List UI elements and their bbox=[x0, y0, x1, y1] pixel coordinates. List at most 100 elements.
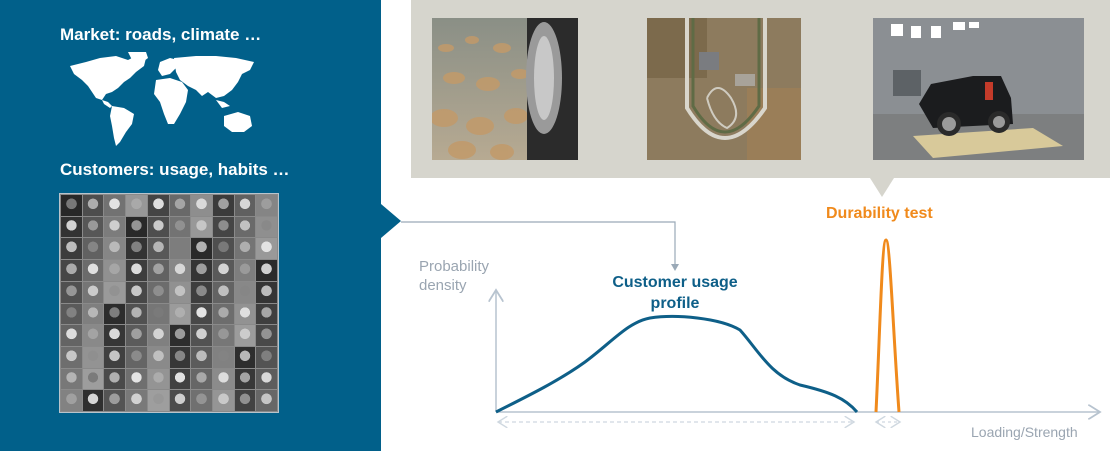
customer-face-photo bbox=[104, 260, 126, 281]
customer-face-photo bbox=[212, 368, 234, 390]
customer-face-photo bbox=[82, 346, 104, 368]
customer-face-photo bbox=[126, 216, 147, 238]
customer-face-photo bbox=[82, 281, 104, 303]
customer-face-photo bbox=[147, 368, 169, 390]
customer-usage-curve bbox=[495, 315, 859, 414]
customer-face-photo bbox=[191, 346, 212, 368]
customer-face-photo bbox=[82, 216, 104, 238]
customer-face-photo bbox=[169, 216, 191, 238]
customer-photo-grid bbox=[59, 193, 279, 413]
connector-line bbox=[401, 221, 676, 268]
customer-face-photo bbox=[82, 390, 104, 411]
customer-face-photo bbox=[212, 260, 234, 281]
customer-face-photo bbox=[169, 195, 191, 216]
customer-face-photo bbox=[191, 216, 212, 238]
customer-face-photo bbox=[256, 303, 277, 325]
customer-face-photo bbox=[147, 390, 169, 411]
customer-face-photo bbox=[191, 238, 212, 260]
customer-face-photo bbox=[147, 260, 169, 281]
customer-face-photo bbox=[256, 260, 277, 281]
customer-face-photo bbox=[82, 238, 104, 260]
customer-face-photo bbox=[126, 195, 147, 216]
customer-face-photo bbox=[104, 390, 126, 411]
world-map-icon bbox=[70, 52, 254, 146]
strip-pointer-arrow bbox=[870, 178, 894, 197]
customer-face-photo bbox=[234, 216, 256, 238]
customer-face-photo bbox=[169, 303, 191, 325]
customer-face-photo bbox=[126, 346, 147, 368]
customer-face-photo bbox=[169, 368, 191, 390]
customer-face-photo bbox=[82, 303, 104, 325]
customer-face-photo bbox=[61, 216, 82, 238]
customer-face-photo bbox=[169, 346, 191, 368]
customer-face-photo bbox=[256, 346, 277, 368]
customer-face-photo bbox=[126, 281, 147, 303]
customer-face-photo bbox=[147, 303, 169, 325]
customer-face-photo bbox=[147, 281, 169, 303]
customer-face-photo bbox=[256, 216, 277, 238]
customer-face-photo bbox=[104, 281, 126, 303]
customer-face-photo bbox=[169, 260, 191, 281]
customer-face-photo bbox=[104, 325, 126, 346]
customer-face-photo bbox=[256, 238, 277, 260]
customer-face-photo bbox=[212, 303, 234, 325]
customer-face-photo bbox=[82, 325, 104, 346]
customer-face-photo bbox=[126, 260, 147, 281]
customer-face-photo bbox=[212, 281, 234, 303]
customer-face-photo bbox=[256, 281, 277, 303]
customer-face-photo bbox=[61, 368, 82, 390]
customer-face-photo bbox=[104, 238, 126, 260]
customer-face-photo bbox=[104, 216, 126, 238]
customer-face-photo bbox=[126, 368, 147, 390]
customer-face-photo bbox=[234, 195, 256, 216]
photo-strip bbox=[411, 0, 1110, 178]
customer-face-photo bbox=[82, 195, 104, 216]
customer-face-photo bbox=[191, 281, 212, 303]
customer-face-photo bbox=[104, 195, 126, 216]
customer-face-photo bbox=[169, 238, 191, 260]
customer-face-photo bbox=[191, 368, 212, 390]
customer-face-photo bbox=[191, 325, 212, 346]
durability-test-curve bbox=[874, 238, 901, 413]
customer-face-photo bbox=[82, 368, 104, 390]
customer-face-photo bbox=[256, 325, 277, 346]
customer-face-photo bbox=[191, 303, 212, 325]
customer-face-photo bbox=[191, 195, 212, 216]
customer-face-photo bbox=[104, 346, 126, 368]
customer-face-photo bbox=[61, 325, 82, 346]
customer-face-photo bbox=[147, 346, 169, 368]
customer-face-photo bbox=[61, 238, 82, 260]
durability-test-label: Durability test bbox=[826, 205, 933, 222]
test-track-aerial-photo bbox=[647, 18, 801, 160]
customer-face-photo bbox=[104, 303, 126, 325]
customer-face-photo bbox=[169, 281, 191, 303]
customer-face-photo bbox=[61, 390, 82, 411]
customer-face-photo bbox=[256, 368, 277, 390]
customer-face-photo bbox=[212, 325, 234, 346]
customer-face-photo bbox=[234, 260, 256, 281]
customer-face-photo bbox=[126, 238, 147, 260]
left-panel: Market: roads, climate … Customers: usag… bbox=[0, 0, 381, 451]
panel-pointer-arrow bbox=[381, 204, 401, 238]
customer-face-photo bbox=[61, 346, 82, 368]
car-test-rig-photo bbox=[873, 18, 1084, 160]
customer-face-photo bbox=[82, 260, 104, 281]
customer-face-photo bbox=[126, 325, 147, 346]
customer-face-photo bbox=[61, 195, 82, 216]
customer-face-photo bbox=[61, 281, 82, 303]
customer-face-photo bbox=[212, 390, 234, 411]
customer-face-photo bbox=[256, 195, 277, 216]
customer-face-photo bbox=[147, 195, 169, 216]
customer-face-photo bbox=[147, 325, 169, 346]
customer-face-photo bbox=[212, 195, 234, 216]
customer-face-photo bbox=[256, 390, 277, 411]
customer-face-photo bbox=[212, 238, 234, 260]
customer-face-photo bbox=[234, 281, 256, 303]
customer-face-photo bbox=[147, 216, 169, 238]
x-axis-label: Loading/Strength bbox=[971, 424, 1078, 440]
customer-face-photo bbox=[191, 390, 212, 411]
customer-face-photo bbox=[212, 346, 234, 368]
